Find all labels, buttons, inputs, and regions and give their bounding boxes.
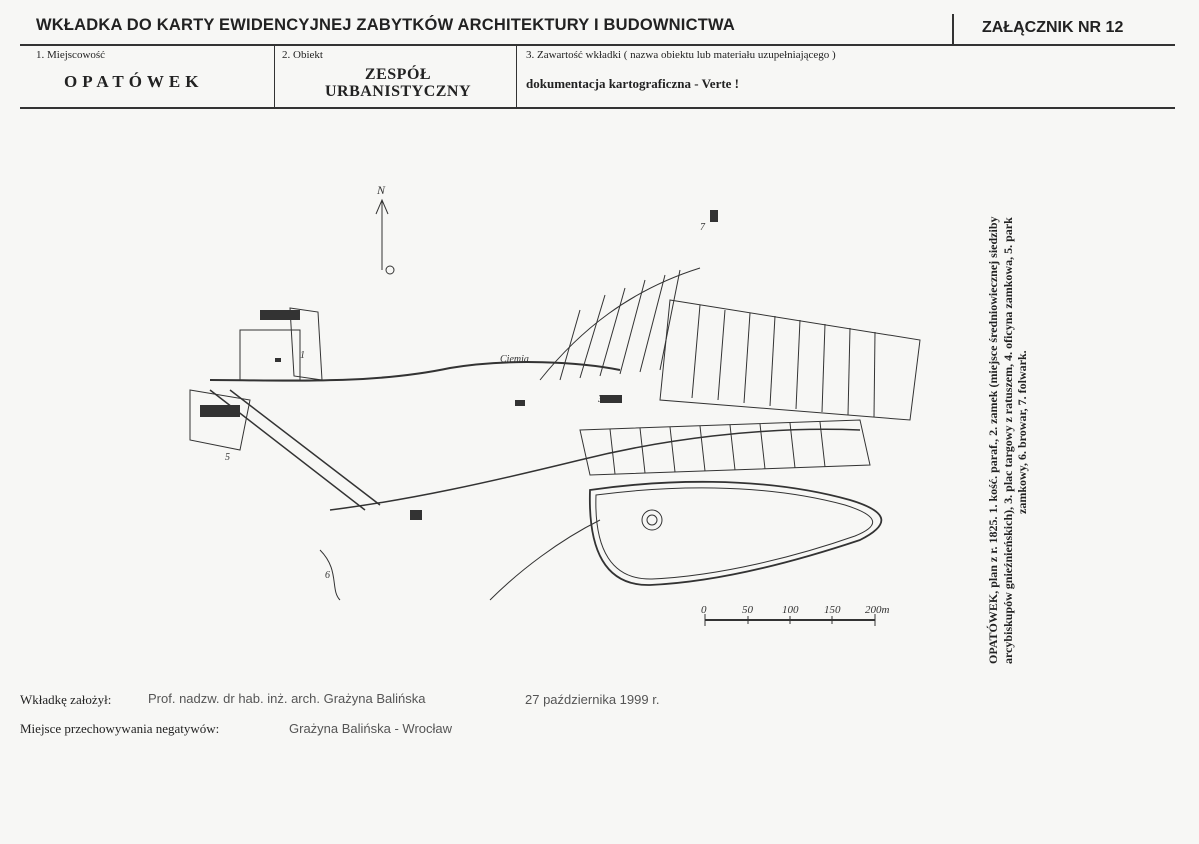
divider bbox=[516, 46, 517, 107]
annex-number: ZAŁĄCZNIK NR 12 bbox=[982, 19, 1124, 36]
scale-bar bbox=[704, 614, 876, 626]
object-value-line: ZESPÓŁ bbox=[364, 66, 432, 83]
divider bbox=[20, 44, 1175, 46]
divider bbox=[952, 14, 954, 44]
map-number: 6 bbox=[325, 570, 330, 581]
object-value: ZESPÓŁ URBANISTYCZNY bbox=[288, 66, 508, 100]
locality-label: 1. Miejscowość bbox=[36, 49, 106, 61]
object-label: 2. Obiekt bbox=[282, 49, 323, 61]
scale-label: 200m bbox=[865, 604, 890, 616]
town-plan-map: N Ciemia 0 50 100 150 200m 1 3 5 6 7 bbox=[60, 130, 1020, 690]
caption-line: OPATÓWEK, plan z r. 1825. 1. kość. paraf… bbox=[986, 216, 1000, 664]
town-plan-drawing: N Ciemia 0 50 100 150 200m 1 3 5 6 7 bbox=[189, 183, 921, 626]
divider bbox=[20, 107, 1175, 109]
map-number: 5 bbox=[225, 452, 230, 463]
document-title: WKŁADKA DO KARTY EWIDENCYJNEJ ZABYTKÓW A… bbox=[36, 16, 735, 34]
scale-label: 150 bbox=[824, 604, 841, 616]
founded-value: Prof. nadzw. dr hab. inż. arch. Grażyna … bbox=[148, 691, 426, 706]
founded-label: Wkładkę założył: bbox=[20, 692, 112, 707]
map-number: 7 bbox=[700, 222, 706, 233]
scale-label: 100 bbox=[782, 604, 799, 616]
object-value-line: URBANISTYCZNY bbox=[324, 83, 472, 100]
content-value: dokumentacja kartograficzna - Verte ! bbox=[526, 76, 740, 91]
map-number: 3 bbox=[597, 394, 603, 405]
scale-label: 0 bbox=[701, 604, 707, 616]
founded-date: 27 października 1999 r. bbox=[525, 692, 660, 707]
scale-label: 50 bbox=[742, 604, 754, 616]
north-arrow-icon bbox=[375, 198, 395, 275]
divider bbox=[274, 46, 275, 107]
storage-label: Miejsce przechowywania negatywów: bbox=[20, 721, 220, 736]
caption-line: arcybiskupów gnieźnieńskich), 3. plac ta… bbox=[1000, 217, 1015, 664]
content-label: 3. Zawartość wkładki ( nazwa obiektu lub… bbox=[526, 49, 836, 61]
north-label: N bbox=[376, 183, 386, 197]
map-number: 1 bbox=[300, 350, 305, 361]
river-label: Ciemia bbox=[500, 354, 529, 365]
locality-value: OPATÓWEK bbox=[64, 72, 204, 91]
caption-line: zamkowy, 6. browar, 7. folwark. bbox=[1015, 350, 1029, 514]
card-header: WKŁADKA DO KARTY EWIDENCYJNEJ ZABYTKÓW A… bbox=[20, 0, 1175, 110]
storage-value: Grażyna Balińska - Wrocław bbox=[289, 721, 453, 736]
